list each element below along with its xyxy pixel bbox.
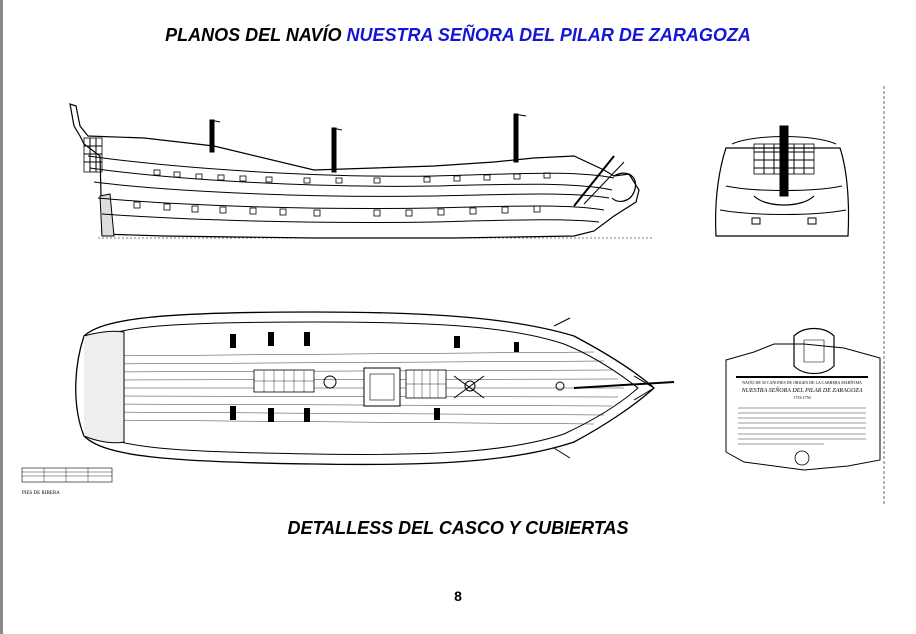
cartouche-line-2: NUESTRA SEÑORA DEL PILAR DE ZARAGOZA xyxy=(741,386,863,394)
side-elevation-view xyxy=(69,103,654,239)
page-left-border xyxy=(0,0,3,634)
cartouche: NAVÍO DE 50 CAÑONES DE ORIGEN DE LA CARR… xyxy=(725,327,881,471)
drawing-caption: DETALLESS DEL CASCO Y CUBIERTAS xyxy=(287,518,629,538)
cartouche-line-1: NAVÍO DE 50 CAÑONES DE ORIGEN DE LA CARR… xyxy=(742,380,862,385)
title-ship-name: NUESTRA SEÑORA DEL PILAR DE ZARAGOZA xyxy=(346,25,751,45)
scale-label: PIES DE RIBERA xyxy=(22,491,60,496)
page-number: 8 xyxy=(454,588,462,604)
scale-bar: PIES DE RIBERA xyxy=(21,467,113,496)
stern-view xyxy=(715,86,885,506)
ship-plans-drawing: NAVÍO DE 50 CAÑONES DE ORIGEN DE LA CARR… xyxy=(14,86,894,506)
title-prefix: PLANOS DEL NAVÍO xyxy=(165,25,347,45)
deck-plan-view xyxy=(75,311,675,466)
page-title: PLANOS DEL NAVÍO NUESTRA SEÑORA DEL PILA… xyxy=(0,25,916,46)
cartouche-line-3: 1733-1750 xyxy=(793,395,810,400)
